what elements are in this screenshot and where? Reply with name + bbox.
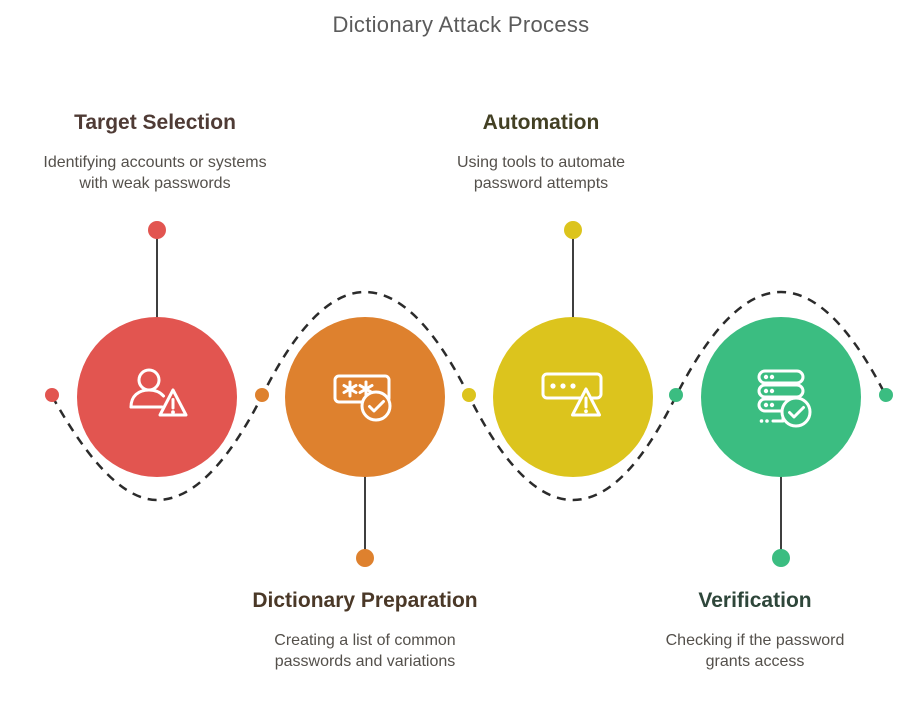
connector-dot-dictionary-preparation [356, 549, 374, 567]
step-title: Automation [482, 111, 600, 134]
step-circle-automation [493, 317, 653, 477]
step-description: Using tools to automate password attempt… [456, 154, 626, 192]
wave-dot-3 [669, 388, 683, 402]
connector-line-dictionary-preparation [364, 476, 366, 550]
step-circle-target-selection [77, 317, 237, 477]
step-label-verification: Verification Checking if the password gr… [610, 588, 900, 672]
step-description: Creating a list of common passwords and … [274, 632, 456, 670]
password-check-icon [333, 374, 392, 422]
connector-line-target-selection [156, 237, 158, 319]
server-check-icon [757, 369, 812, 428]
step-circle-verification [701, 317, 861, 477]
wave-dot-1 [255, 388, 269, 402]
diagram-title: Dictionary Attack Process [332, 12, 590, 37]
wave-dot-start [45, 388, 59, 402]
password-warning-icon [541, 372, 603, 417]
wave-dot-end [879, 388, 893, 402]
user-warning-icon [129, 368, 188, 417]
step-title: Dictionary Preparation [252, 589, 478, 612]
step-description: Checking if the password grants access [665, 632, 845, 670]
step-label-automation: Automation Using tools to automate passw… [396, 110, 686, 194]
step-circle-dictionary-preparation [285, 317, 445, 477]
step-label-dictionary-preparation: Dictionary Preparation Creating a list o… [220, 588, 510, 672]
connector-line-verification [780, 476, 782, 550]
connector-dot-verification [772, 549, 790, 567]
wave-dot-2 [462, 388, 476, 402]
step-title: Target Selection [74, 111, 236, 134]
step-description: Identifying accounts or systems with wea… [43, 154, 267, 192]
step-title: Verification [698, 589, 812, 612]
connector-dot-automation [564, 221, 582, 239]
connector-dot-target-selection [148, 221, 166, 239]
connector-line-automation [572, 237, 574, 319]
step-label-target-selection: Target Selection Identifying accounts or… [10, 110, 300, 194]
